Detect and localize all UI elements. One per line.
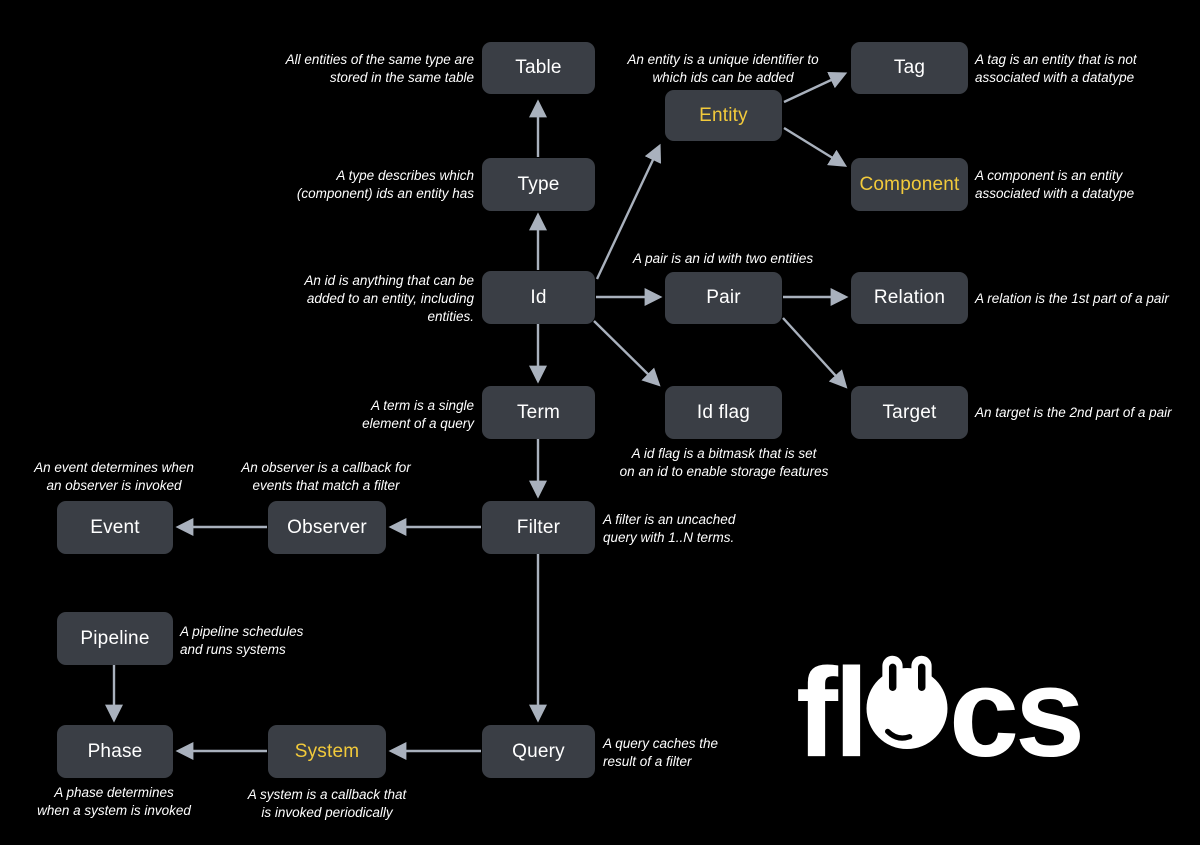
- node-event-label: Event: [90, 516, 140, 538]
- node-type: Type: [482, 158, 595, 211]
- note-filter: A filter is an uncached query with 1..N …: [603, 512, 736, 545]
- note-entity: An entity is a unique identifier to whic…: [627, 52, 819, 85]
- node-pipeline-label: Pipeline: [80, 627, 150, 649]
- node-tag-label: Tag: [893, 57, 926, 78]
- arrow-entity-to-component: [783, 126, 848, 167]
- node-phase: Phase: [57, 725, 173, 778]
- flecs-logo: fl cs: [796, 642, 1085, 783]
- note-observer: An observer is a callback for events tha…: [241, 460, 411, 493]
- note-event: An event determines when an observer is …: [34, 460, 194, 493]
- node-relation: Relation: [851, 272, 968, 324]
- node-target-label: Target: [882, 401, 937, 423]
- note-phase: A phase determines when a system is invo…: [37, 785, 191, 818]
- node-term: Term: [482, 386, 595, 439]
- note-pair: A pair is an id with two entities: [632, 251, 814, 266]
- node-entity: Entity: [665, 90, 782, 141]
- flecs-logo-text-right: cs: [948, 642, 1085, 783]
- arrow-id-to-id-flag: [593, 320, 661, 387]
- note-target: An target is the 2nd part of a pair: [975, 405, 1172, 420]
- note-id-flag: A id flag is a bitmask that is set on an…: [619, 446, 829, 479]
- node-system: System: [268, 725, 386, 778]
- arrow-entity-to-tag: [783, 71, 848, 104]
- node-target: Target: [851, 386, 968, 439]
- node-observer: Observer: [268, 501, 386, 554]
- node-system-label: System: [294, 740, 360, 762]
- node-pair-label: Pair: [706, 287, 741, 308]
- note-query: A query caches the result of a filter: [603, 736, 719, 769]
- note-relation: A relation is the 1st part of a pair: [975, 291, 1169, 306]
- note-component: A component is an entity associated with…: [975, 168, 1135, 201]
- node-query: Query: [482, 725, 595, 778]
- node-table-label: Table: [515, 57, 562, 78]
- node-filter: Filter: [482, 501, 595, 554]
- node-event: Event: [57, 501, 173, 554]
- node-query-label: Query: [512, 740, 565, 762]
- note-pipeline: A pipeline schedules and runs systems: [180, 624, 304, 657]
- node-pipeline: Pipeline: [57, 612, 173, 665]
- note-tag: A tag is an entity that is not associate…: [975, 52, 1137, 85]
- node-filter-label: Filter: [516, 516, 561, 538]
- node-component-label: Component: [859, 173, 960, 195]
- note-id: An id is anything that can be added to a…: [304, 273, 474, 324]
- node-id-label: Id: [530, 286, 547, 308]
- flecs-mascot-icon: [866, 655, 948, 750]
- node-relation-label: Relation: [873, 287, 946, 308]
- node-term-label: Term: [516, 401, 561, 423]
- node-entity-label: Entity: [699, 104, 748, 126]
- node-observer-label: Observer: [287, 516, 367, 538]
- node-id: Id: [482, 271, 595, 324]
- node-component: Component: [851, 158, 968, 211]
- node-id-flag: Id flag: [665, 386, 782, 439]
- note-table: All entities of the same type are stored…: [285, 52, 474, 85]
- node-type-label: Type: [517, 173, 560, 195]
- arrow-id-to-entity: [595, 143, 662, 280]
- flecs-logo-text-left: fl: [796, 642, 869, 783]
- note-system: A system is a callback that is invoked p…: [247, 787, 407, 820]
- note-type: A type describes which (component) ids a…: [296, 168, 474, 201]
- node-pair: Pair: [665, 272, 782, 324]
- node-id-flag-label: Id flag: [696, 401, 751, 423]
- arrow-pair-to-target: [782, 317, 848, 389]
- note-term: A term is a single element of a query: [362, 398, 474, 431]
- node-tag: Tag: [851, 42, 968, 94]
- node-table: Table: [482, 42, 595, 94]
- node-phase-label: Phase: [87, 740, 143, 762]
